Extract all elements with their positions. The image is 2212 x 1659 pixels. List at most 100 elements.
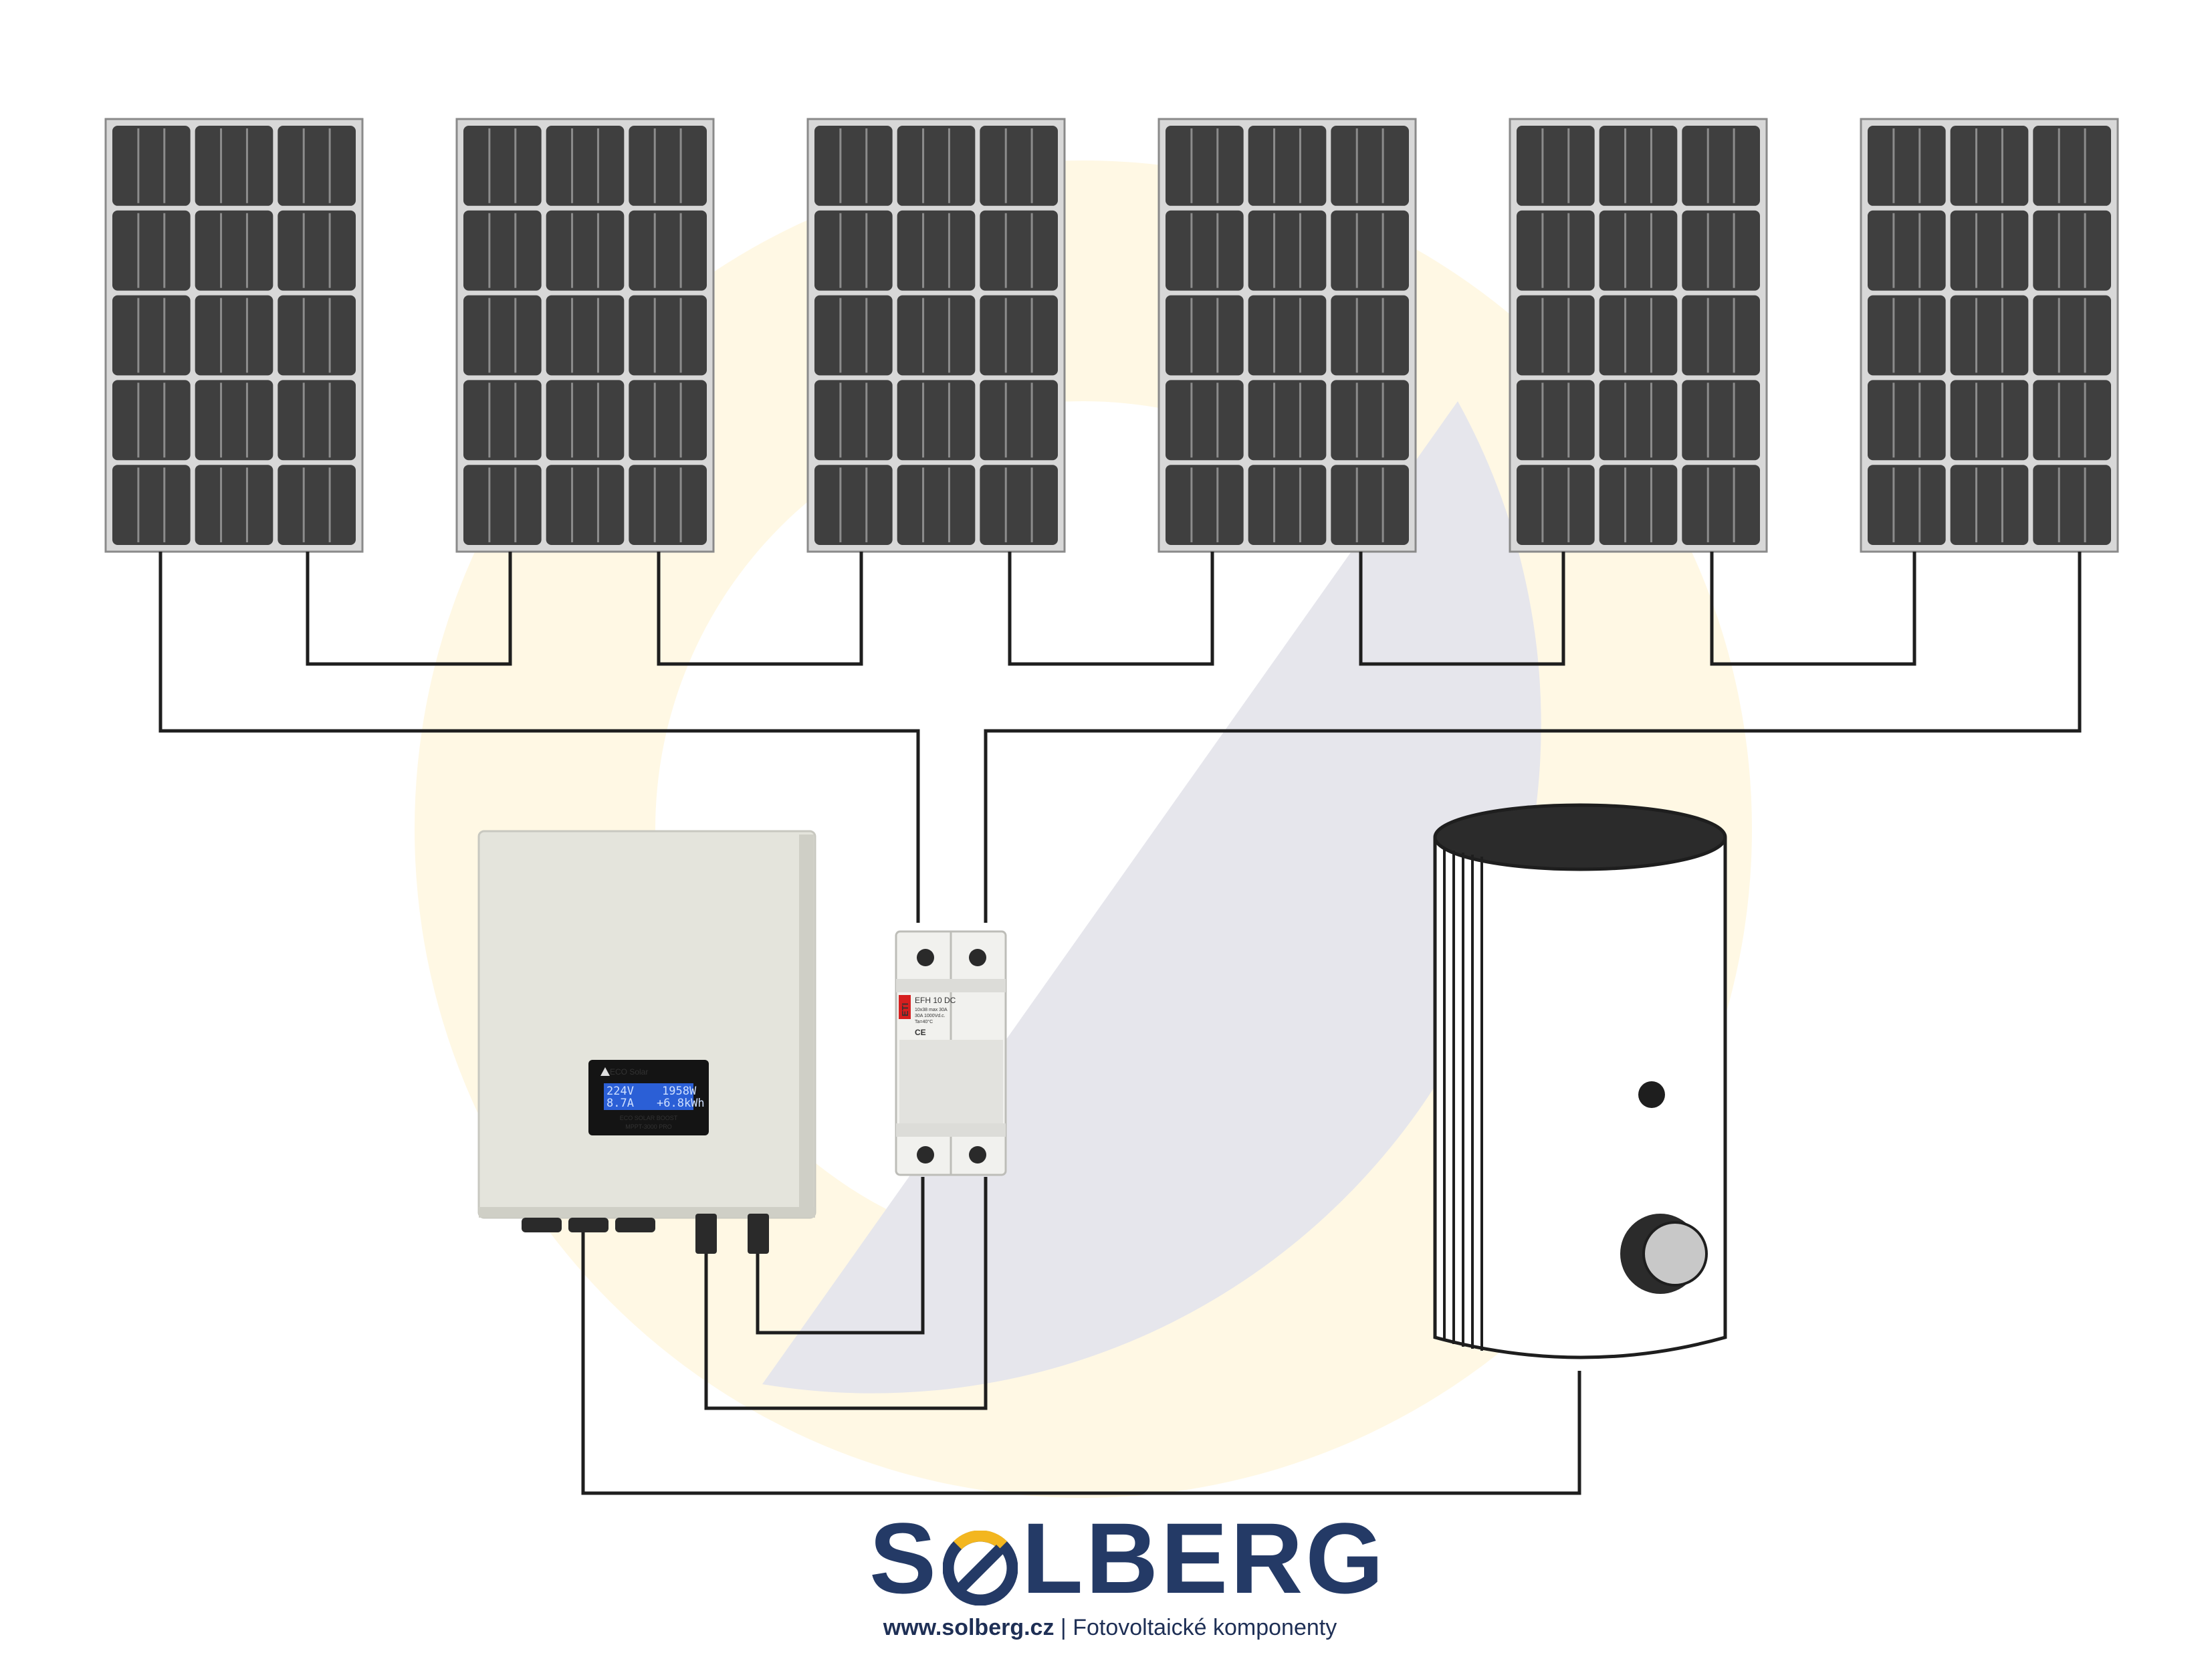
inverter-brand-logo-icon [600, 1067, 610, 1076]
solar-cell-block [463, 465, 542, 545]
solar-cell-block [1248, 380, 1327, 461]
fuse-spec-line1: 10x38 max 30A [915, 1008, 948, 1012]
fuse-terminal-top-right [969, 949, 986, 966]
fuse-holder-bottom-band [896, 1123, 1006, 1137]
solar-cell-block [1166, 126, 1244, 206]
wire-panel2-3 [657, 552, 863, 666]
solar-cell-block [195, 295, 273, 376]
solar-cell-block [980, 465, 1058, 545]
solar-cell-block [1599, 380, 1678, 461]
inverter-bottom-edge [479, 1207, 815, 1218]
lcd-line2-left: 8.7A [606, 1097, 634, 1110]
solar-cell-block [278, 465, 356, 545]
inverter-label-line2: MPPT-3000 PRO [625, 1123, 672, 1130]
solar-cell-block [1166, 210, 1244, 291]
solar-cell-block [2033, 465, 2111, 545]
solar-cell-block [897, 380, 976, 461]
solar-cell-block [112, 295, 191, 376]
solar-cell-block [278, 126, 356, 206]
solar-cell-block [1950, 465, 2029, 545]
solar-cell-block [546, 126, 625, 206]
water-heater-side-lines [1443, 849, 1483, 1351]
fuse-brand-badge [899, 995, 911, 1019]
mc4-connector-negative [695, 1214, 717, 1254]
brand-tagline: Fotovoltaické komponenty [1073, 1615, 1337, 1640]
fuse-model: EFH 10 DC [915, 996, 956, 1005]
solar-cell-block [1517, 380, 1595, 461]
solar-cell-block [546, 465, 625, 545]
solar-cell-block [1599, 465, 1678, 545]
wire-panel3-4 [1008, 552, 1214, 666]
solar-cell-block [463, 380, 542, 461]
solar-cell-block [1599, 210, 1678, 291]
solar-cell-block [980, 210, 1058, 291]
solar-cell-block [1166, 380, 1244, 461]
solar-cell-block [1166, 295, 1244, 376]
solar-cell-block [1331, 465, 1409, 545]
solar-cell-block [546, 295, 625, 376]
wire-inverter-boiler [581, 1217, 1581, 1495]
solar-cell-block [1682, 126, 1760, 206]
inverter: ECO Solar 224V 1958W 8.7A +6.8kWh ECO SO… [477, 830, 816, 1254]
solar-cell-block [629, 295, 707, 376]
fuse-terminal-top-left [917, 949, 934, 966]
wire-panel1-2 [306, 552, 512, 666]
solar-cell-block [1868, 295, 1946, 376]
solar-cell-block [112, 126, 191, 206]
lcd-line1-left: 224V [606, 1085, 634, 1098]
wire-panel5-6 [1710, 552, 1916, 666]
solar-cell-block [1331, 380, 1409, 461]
solar-cell-block [1517, 465, 1595, 545]
solar-cell-block [1682, 210, 1760, 291]
inverter-brand: ECO Solar [610, 1067, 648, 1077]
fuse-holder: ETI EFH 10 DC 10x38 max 30A 30A 1000Vd.c… [895, 930, 1007, 1176]
solar-cell-block [1599, 126, 1678, 206]
solar-panel-array [104, 118, 2119, 553]
solar-cell-block [897, 210, 976, 291]
solar-cell-block [546, 210, 625, 291]
solar-cell-block [278, 210, 356, 291]
solar-cell-block [1248, 295, 1327, 376]
solar-cell-block [1868, 126, 1946, 206]
wire-fuse-inverter-2 [704, 1177, 988, 1410]
wiring [158, 552, 2082, 1495]
solar-cell-block [980, 380, 1058, 461]
solar-cell-block [1868, 380, 1946, 461]
brand-sun-o-icon [942, 1521, 1018, 1606]
inverter-gland-3 [615, 1218, 655, 1232]
solar-cell-block [629, 210, 707, 291]
solar-cell-block [463, 210, 542, 291]
fuse-holder-middle [899, 1040, 1003, 1123]
solar-cell-block [1950, 380, 2029, 461]
wire-string-positive [158, 552, 920, 923]
solar-cell-block [278, 295, 356, 376]
water-heater-flange-inner [1642, 1221, 1708, 1287]
solar-cell-block [195, 380, 273, 461]
solar-cell-block [897, 295, 976, 376]
solar-cell-block [1517, 295, 1595, 376]
solar-cell-block [195, 465, 273, 545]
solar-cell-block [463, 126, 542, 206]
solar-cell-block [112, 465, 191, 545]
solar-panel-5 [1509, 118, 1768, 553]
solar-cell-block [195, 210, 273, 291]
solar-cell-block [1599, 295, 1678, 376]
water-heater-sensor-port [1638, 1081, 1665, 1108]
water-heater-top [1433, 803, 1727, 871]
fuse-spec-line3: Ta=40°C [915, 1019, 933, 1024]
solar-cell-block [814, 295, 893, 376]
solar-cell-block [814, 380, 893, 461]
fuse-terminals [917, 949, 986, 1164]
solar-cell-block [1682, 295, 1760, 376]
solar-cell-block [1682, 380, 1760, 461]
inverter-label-line1: ECO SOLAR BOOST [620, 1115, 678, 1121]
solar-panel-1 [104, 118, 364, 553]
solar-cell-block [1868, 465, 1946, 545]
solar-cell-block [814, 126, 893, 206]
brand-url: www.solberg.cz [883, 1615, 1055, 1640]
inverter-gland-2 [568, 1218, 609, 1232]
solberg-logo: S LBERG www.solberg.cz | Fotovoltaické k… [869, 1508, 1384, 1641]
brand-wordmark: S LBERG [869, 1508, 1386, 1608]
solar-cell-block [278, 380, 356, 461]
